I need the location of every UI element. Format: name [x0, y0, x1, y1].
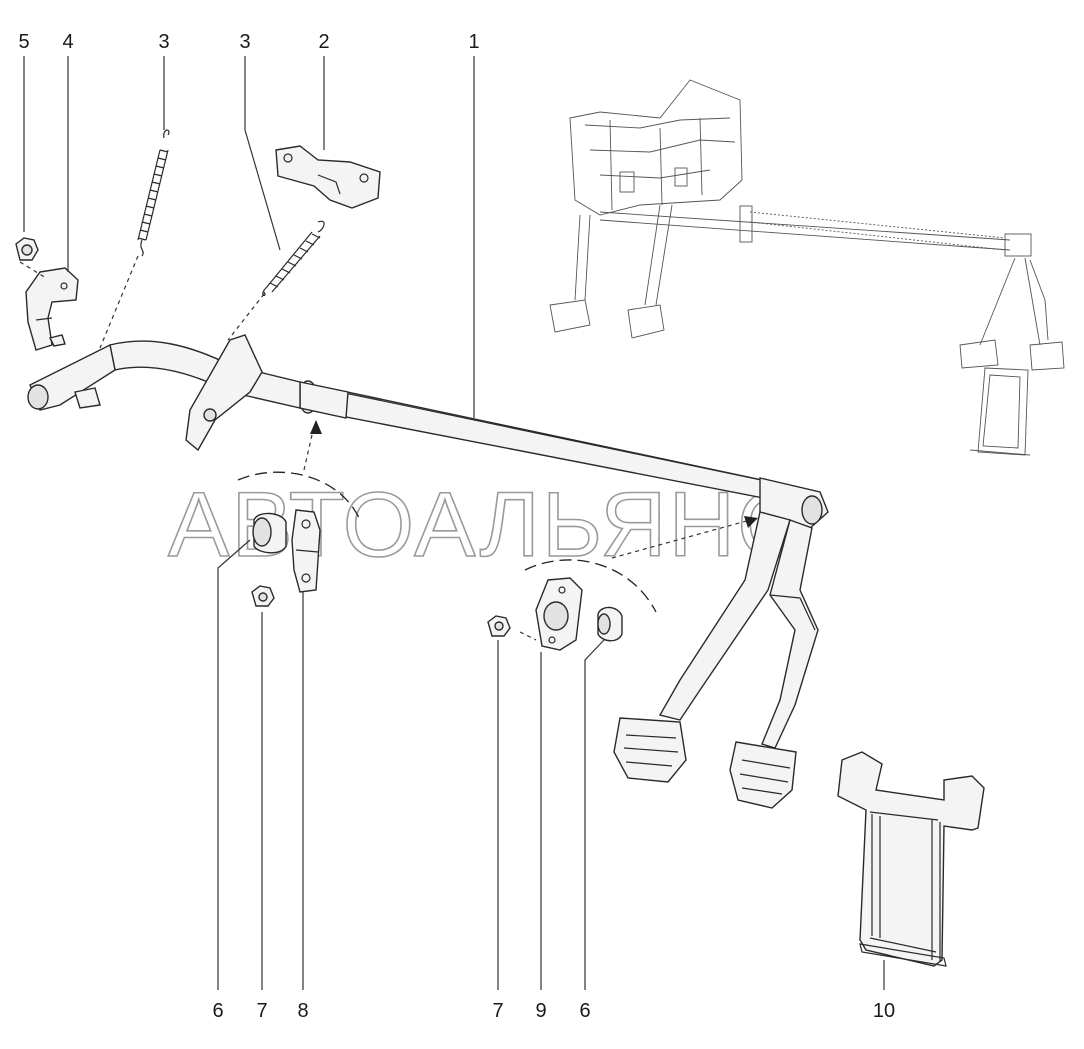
part-6-bushing-right	[597, 606, 623, 642]
assembly-guides	[19, 255, 758, 641]
part-9-clamp	[535, 577, 583, 651]
part-3-spring-upper	[137, 129, 170, 257]
callout-7-left: 7	[256, 1000, 267, 1022]
arrow-right	[744, 516, 758, 528]
part-8-bracket-left	[291, 509, 321, 593]
callout-3-upper: 3	[158, 31, 169, 53]
installed-assembly-inset	[549, 79, 1065, 456]
arrow-up-left	[310, 420, 322, 434]
part-6-bushing-left	[252, 512, 287, 554]
callout-6-left: 6	[212, 1000, 223, 1022]
callout-8: 8	[297, 1000, 308, 1022]
leader-lines	[23, 56, 885, 990]
part-4-lever	[25, 267, 79, 351]
callout-3-lower: 3	[239, 31, 250, 53]
callout-10: 10	[873, 1000, 895, 1022]
callout-2: 2	[318, 31, 329, 53]
part-5-nut	[15, 237, 39, 261]
part-2-bracket	[275, 145, 381, 209]
callout-1: 1	[468, 31, 479, 53]
part-10-frame	[837, 751, 985, 967]
callout-4: 4	[62, 31, 73, 53]
part-1-pedal-shaft	[27, 334, 829, 809]
part-7-nut-right	[487, 615, 511, 637]
callout-9: 9	[535, 1000, 546, 1022]
callout-5: 5	[18, 31, 29, 53]
callout-6-right: 6	[579, 1000, 590, 1022]
callout-7-right: 7	[492, 1000, 503, 1022]
callout-labels: 5 4 3 3 2 1 6 7 8 7 9 6 10	[18, 31, 895, 1022]
part-7-nut-left	[251, 585, 275, 607]
part-3-spring-lower	[262, 220, 325, 297]
